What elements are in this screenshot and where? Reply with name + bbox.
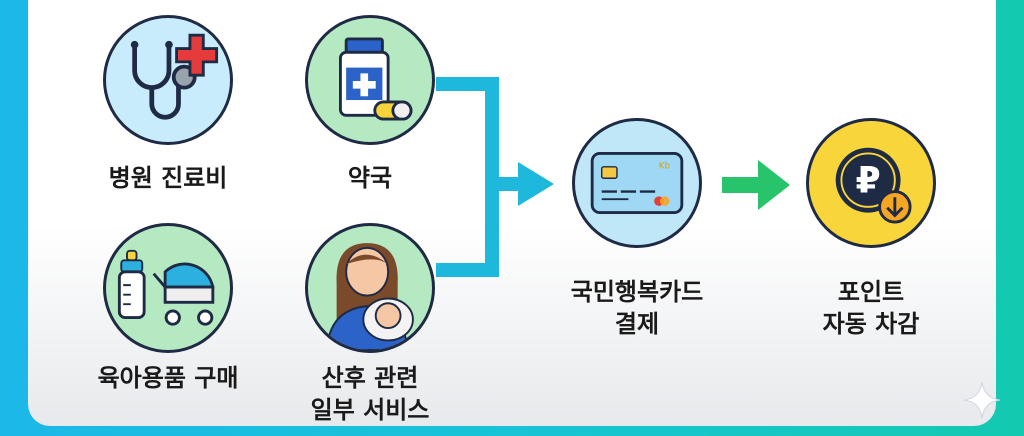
points-label-line1: 포인트 <box>837 278 905 306</box>
baby-goods-label: 육아용품 구매 <box>97 364 239 392</box>
postpartum-label: 산후 관련 일부 서비스 <box>290 362 450 426</box>
postpartum-label-line2: 일부 서비스 <box>310 396 430 424</box>
points-label-line2: 자동 차감 <box>822 310 920 338</box>
stethoscope-icon <box>130 33 219 120</box>
pharmacy-label: 약국 <box>347 164 393 192</box>
card-label-line2: 결제 <box>614 310 660 338</box>
points-label: 포인트 자동 차감 <box>791 276 951 340</box>
medicine-bottle-icon <box>339 37 413 121</box>
point-coin-icon: ₽ <box>835 147 912 224</box>
arrow-to-card <box>518 162 554 206</box>
postpartum-circle <box>305 223 435 353</box>
credit-card-icon: Kb <box>590 152 684 214</box>
sparkle-icon <box>963 381 1001 419</box>
baby-goods-circle <box>103 223 233 353</box>
pharmacy-circle <box>305 15 435 145</box>
card-label-line1: 국민행복카드 <box>570 278 704 306</box>
hospital-label: 병원 진료비 <box>108 164 228 192</box>
card-circle: Kb <box>572 118 702 248</box>
coin-symbol: ₽ <box>856 159 881 202</box>
points-circle: ₽ <box>806 118 936 248</box>
card-label: 국민행복카드 결제 <box>547 276 727 340</box>
mother-baby-icon <box>326 243 414 350</box>
card-brand-mark: Kb <box>659 162 670 172</box>
postpartum-label-line1: 산후 관련 <box>321 364 419 392</box>
arrow-to-points <box>758 160 790 210</box>
baby-bottle-stroller-icon <box>117 249 215 326</box>
hospital-circle <box>103 15 233 145</box>
